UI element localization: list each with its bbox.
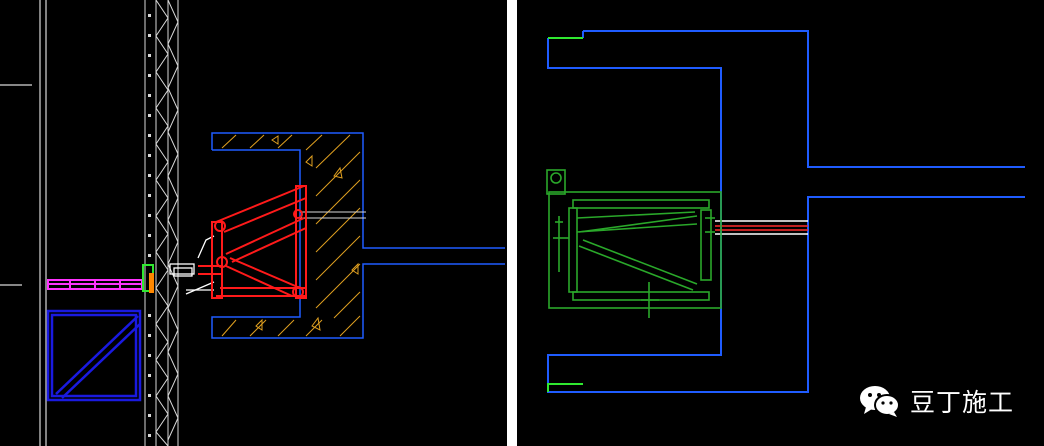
- red-bracket: [198, 185, 307, 299]
- green-ends: [547, 37, 583, 392]
- left-drawing-panel: [0, 0, 507, 446]
- wall-outline: [547, 30, 1025, 393]
- scaffold-tower: [144, 0, 179, 446]
- scaffold-column: [0, 0, 47, 446]
- rebar: [715, 220, 808, 235]
- wall-section: [211, 132, 505, 339]
- blue-support-truss: [46, 309, 142, 402]
- orange-plate: [149, 273, 154, 293]
- watermark-brand: 豆丁施工: [910, 388, 1015, 417]
- green-formwork: [546, 169, 722, 318]
- scaffold-bracket-drawing: [0, 0, 505, 446]
- wechat-icon: [860, 386, 900, 417]
- formwork-detail-drawing: [546, 30, 1025, 393]
- scaffold-nodes: [148, 14, 151, 437]
- right-drawing-panel: [517, 0, 1044, 446]
- watermark: 豆丁施工: [858, 383, 1014, 419]
- magenta-platform: [47, 279, 143, 290]
